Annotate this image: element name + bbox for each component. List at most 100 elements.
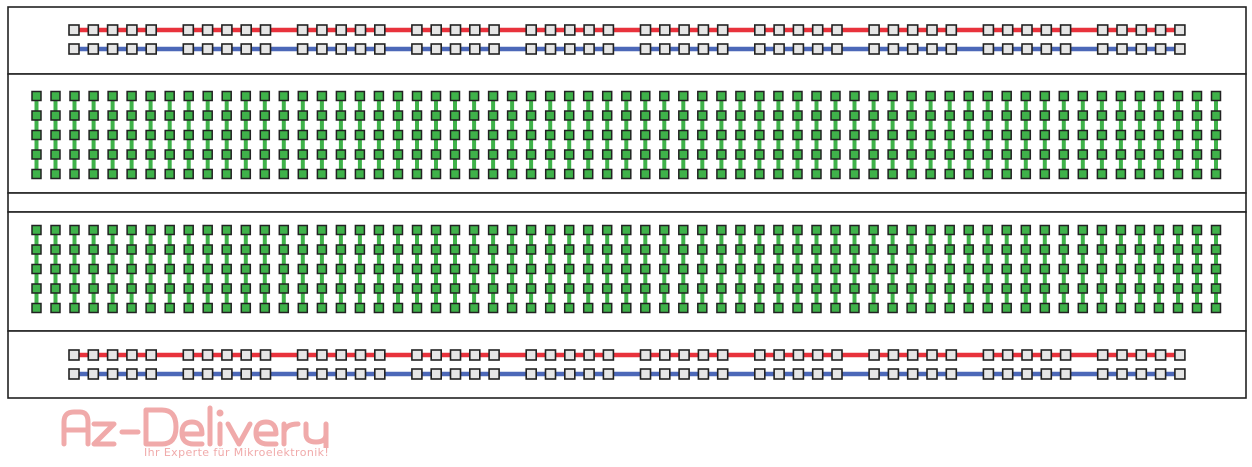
terminal-hole (506, 168, 518, 180)
terminal-hole (811, 168, 822, 180)
negative-rail-hole (831, 368, 843, 380)
terminal-hole (754, 90, 765, 102)
terminal-hole (354, 90, 366, 102)
negative-rail-hole (868, 43, 880, 55)
terminal-hole (202, 110, 213, 121)
terminal-hole (1134, 244, 1146, 255)
terminal-hole (468, 302, 480, 314)
terminal-hole (1020, 90, 1032, 102)
negative-rail-hole (811, 43, 824, 55)
terminal-hole (164, 283, 175, 294)
terminal-hole (1115, 149, 1127, 160)
terminal-hole (183, 263, 194, 275)
terminal-hole (449, 244, 461, 255)
positive-rail-hole (602, 349, 615, 361)
terminal-hole (1191, 168, 1203, 180)
terminal-hole (468, 129, 480, 141)
terminal-hole (1191, 263, 1203, 275)
terminal-hole (525, 129, 537, 141)
terminal-hole (906, 263, 917, 275)
terminal-hole (1058, 129, 1070, 141)
terminal-hole (811, 224, 822, 236)
terminal-hole (31, 263, 42, 275)
terminal-hole (1115, 302, 1127, 314)
negative-rail-hole (106, 43, 119, 55)
terminal-hole (240, 283, 252, 294)
terminal-hole (773, 110, 784, 121)
terminal-hole (1058, 224, 1070, 236)
terminal-hole (88, 263, 99, 275)
terminal-hole (601, 129, 613, 141)
terminal-hole (582, 224, 594, 236)
positive-rail-hole (906, 24, 919, 36)
terminal-hole (1039, 110, 1051, 121)
negative-rail-hole (259, 368, 272, 380)
terminal-hole (830, 283, 841, 294)
terminal-hole (259, 283, 271, 294)
terminal-hole (31, 90, 42, 102)
positive-rail-hole (753, 24, 766, 36)
bottom-power-rail (68, 349, 1186, 380)
terminal-hole (640, 129, 651, 141)
terminal-hole (621, 129, 632, 141)
terminal-hole (278, 149, 290, 160)
terminal-hole (183, 244, 194, 255)
terminal-hole (982, 302, 993, 314)
terminal-hole (544, 283, 556, 294)
positive-rail-hole (678, 349, 690, 361)
negative-rail-hole (906, 43, 919, 55)
negative-rail-hole (1001, 368, 1014, 380)
terminal-hole (259, 244, 271, 255)
terminal-hole (373, 168, 385, 180)
terminal-hole (316, 110, 328, 121)
terminal-hole (754, 263, 765, 275)
terminal-hole (963, 224, 974, 236)
watermark-tagline: Ihr Experte für Mikroelektronik! (144, 446, 330, 459)
terminal-hole (697, 224, 708, 236)
terminal-hole (430, 110, 442, 121)
terminal-hole (145, 244, 156, 255)
terminal-hole (202, 224, 213, 236)
terminal-hole (430, 283, 442, 294)
terminal-hole (678, 302, 689, 314)
terminal-hole (411, 263, 423, 275)
terminal-hole (430, 90, 442, 102)
terminal-hole (126, 168, 137, 180)
negative-rail-hole (544, 43, 557, 55)
terminal-hole (563, 129, 575, 141)
terminal-hole (887, 302, 898, 314)
terminal-hole (354, 149, 366, 160)
negative-rail-hole (449, 368, 462, 380)
terminal-hole (944, 244, 955, 255)
terminal-hole (563, 244, 575, 255)
positive-rail-hole (126, 349, 138, 361)
negative-rail-hole (240, 368, 252, 380)
negative-rail-hole (259, 43, 272, 55)
terminal-hole (773, 302, 784, 314)
terminal-hole (792, 224, 803, 236)
positive-rail-hole (1096, 24, 1109, 36)
terminal-hole (601, 302, 613, 314)
terminal-hole (849, 110, 860, 121)
terminal-hole (716, 224, 727, 236)
terminal-hole (259, 149, 271, 160)
terminal-hole (392, 244, 404, 255)
negative-rail-hole (678, 43, 690, 55)
top-rail-panel (7, 6, 1247, 75)
terminal-hole (1077, 244, 1089, 255)
terminal-hole (449, 283, 461, 294)
terminal-hole (1210, 110, 1222, 121)
terminal-hole (1153, 283, 1165, 294)
negative-rail-hole (316, 43, 328, 55)
negative-rail-hole (126, 368, 138, 380)
terminal-hole (69, 149, 80, 160)
negative-rail-hole (296, 43, 309, 55)
terminal-hole (887, 224, 898, 236)
terminal-hole (468, 263, 480, 275)
terminal-hole (126, 263, 137, 275)
terminal-hole (716, 149, 727, 160)
terminal-hole (221, 149, 232, 160)
terminal-hole (88, 129, 99, 141)
terminal-hole (963, 244, 974, 255)
terminal-hole (925, 110, 936, 121)
